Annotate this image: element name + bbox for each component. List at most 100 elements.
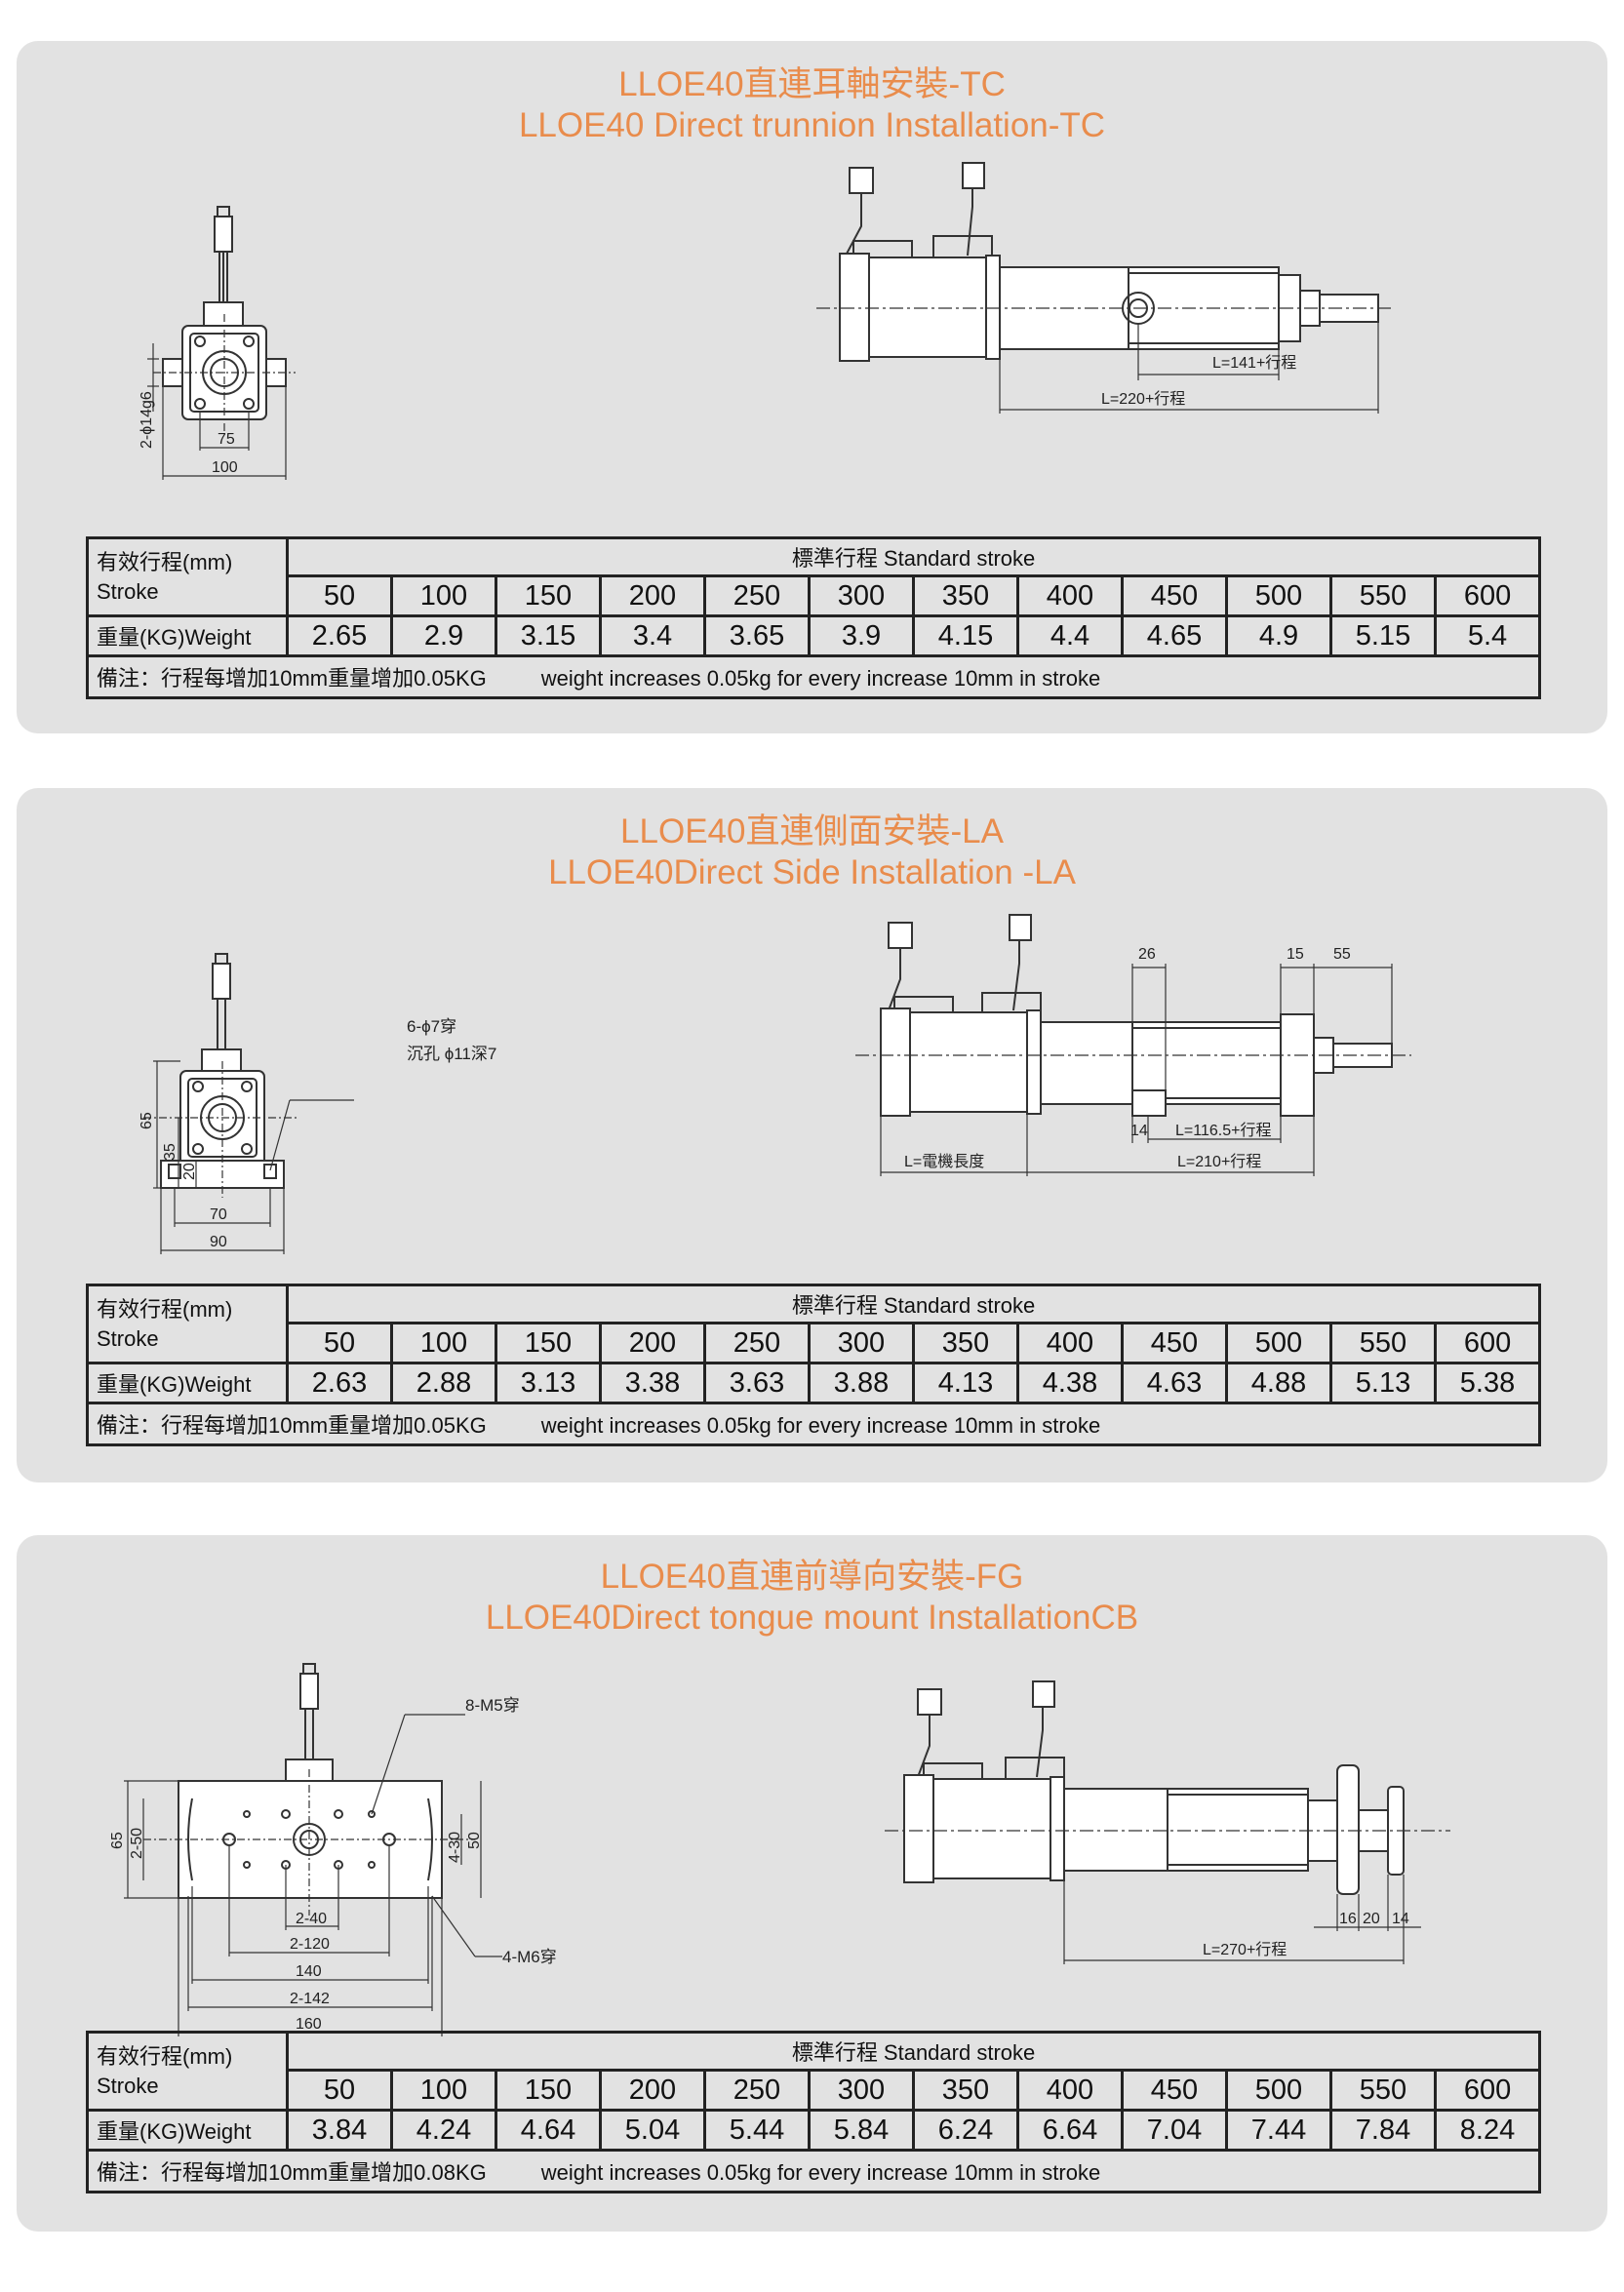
fg-spec-table: 有效行程(mm)Stroke 標準行程 Standard stroke 50 1… <box>85 2031 1542 2193</box>
note-cn: 備注：行程每增加10mm重量增加0.08KG <box>97 2160 487 2185</box>
weight-cell: 7.04 <box>1121 2109 1228 2152</box>
weight-cell: 6.64 <box>1016 2109 1124 2152</box>
weight-cell: 4.64 <box>495 2109 602 2152</box>
stroke-row: 50 100 150 200 250 300 350 400 450 500 5… <box>88 2069 1542 2112</box>
weight-row: 重量(KG)Weight 2.63 2.88 3.13 3.38 3.63 3.… <box>86 1362 1542 1404</box>
stroke-cell: 150 <box>495 1322 602 1364</box>
weight-row: 重量(KG)Weight 2.65 2.9 3.15 3.4 3.65 3.9 … <box>86 614 1542 657</box>
la-dim-d8: 26 <box>1138 946 1156 963</box>
stroke-cell: 300 <box>808 2069 915 2112</box>
stroke-cell: 50 <box>286 2069 393 2112</box>
weight-cell: 4.13 <box>912 1362 1019 1404</box>
weight-cell: 2.9 <box>390 614 497 657</box>
weight-cell: 2.63 <box>286 1362 393 1404</box>
fg-dim-d4: 4-30 <box>447 1832 463 1863</box>
fg-dim-d5: 50 <box>466 1832 483 1849</box>
stroke-cell: 250 <box>703 2069 811 2112</box>
section-fg-panel: LLOE40直連前導向安裝-FG LLOE40Direct tongue mou… <box>17 1535 1607 2232</box>
la-dim-d9: 15 <box>1287 946 1304 963</box>
la-side-view-drawing: 26 15 55 14 L=116.5+行程 L=電機長度 L=210+行程 <box>855 914 1411 1176</box>
stroke-cell: 150 <box>495 2069 602 2112</box>
la-dim-d11: 14 <box>1130 1123 1148 1139</box>
section-tc-title-en: LLOE40 Direct trunnion Installation-TC <box>518 106 1106 144</box>
stroke-cell: 100 <box>390 2069 497 2112</box>
la-end-view-drawing: 6-ϕ7穿 沉孔 ϕ11深7 65 35 20 70 90 <box>139 953 496 1254</box>
weight-cell: 5.15 <box>1329 614 1437 657</box>
fg-side-view-drawing: 16 20 14 L=270+行程 <box>885 1680 1450 1964</box>
fg-dim-d8: 140 <box>296 1963 322 1980</box>
standard-stroke-header: 標準行程 Standard stroke <box>285 1284 1542 1324</box>
weight-cell: 4.9 <box>1225 614 1332 657</box>
note-en: weight increases 0.05kg for every increa… <box>540 2160 1101 2185</box>
section-fg-title-en: LLOE40Direct tongue mount InstallationCB <box>485 1599 1139 1637</box>
weight-label: 重量(KG)Weight <box>86 1362 289 1404</box>
weight-cell: 3.15 <box>495 614 602 657</box>
stroke-cell: 350 <box>912 1322 1019 1364</box>
la-dim-d7: 90 <box>210 1234 227 1250</box>
fg-dim-d15: L=270+行程 <box>1203 1941 1287 1958</box>
weight-cell: 4.4 <box>1016 614 1124 657</box>
stroke-cell: 400 <box>1016 2069 1124 2112</box>
tc-dim-d5: L=220+行程 <box>1101 390 1185 408</box>
weight-cell: 5.84 <box>808 2109 915 2152</box>
stroke-cell: 450 <box>1121 1322 1228 1364</box>
weight-cell: 5.13 <box>1329 1362 1437 1404</box>
fg-dim-d7: 2-120 <box>290 1936 330 1953</box>
stroke-label: 有效行程(mm)Stroke <box>86 1284 289 1364</box>
stroke-cell: 250 <box>703 1322 811 1364</box>
note-en: weight increases 0.05kg for every increa… <box>540 1413 1101 1438</box>
weight-cell: 6.24 <box>912 2109 1019 2152</box>
stroke-cell: 300 <box>808 1322 915 1364</box>
weight-cell: 4.15 <box>912 614 1019 657</box>
la-dim-d2: 沉孔 ϕ11深7 <box>407 1045 496 1063</box>
weight-cell: 5.44 <box>703 2109 811 2152</box>
la-dim-d3: 65 <box>139 1112 155 1129</box>
weight-cell: 4.38 <box>1016 1362 1124 1404</box>
stroke-cell: 450 <box>1121 574 1228 617</box>
stroke-row: 50 100 150 200 250 300 350 400 450 500 5… <box>88 574 1542 617</box>
weight-cell: 4.65 <box>1121 614 1228 657</box>
weight-label: 重量(KG)Weight <box>86 2109 289 2152</box>
tc-side-view-drawing: L=141+行程 L=220+行程 <box>816 162 1392 414</box>
fg-dim-d1: 8-M5穿 <box>465 1696 520 1715</box>
fg-dim-d2: 65 <box>109 1832 126 1849</box>
weight-cell: 4.88 <box>1225 1362 1332 1404</box>
weight-cell: 3.88 <box>808 1362 915 1404</box>
tc-spec-table: 有效行程(mm)Stroke 標準行程 Standard stroke 50 1… <box>85 536 1542 699</box>
note-row: 備注：行程每增加10mm重量增加0.05KG weight increases 0… <box>85 1402 1542 1446</box>
note-en: weight increases 0.05kg for every increa… <box>540 666 1101 691</box>
stroke-cell: 600 <box>1433 574 1542 617</box>
note-row: 備注：行程每增加10mm重量增加0.08KG weight increases 0… <box>85 2149 1542 2193</box>
fg-dim-d6: 2-40 <box>296 1911 327 1927</box>
section-fg-title-cn: LLOE40直連前導向安裝-FG <box>600 1558 1024 1596</box>
stroke-cell: 200 <box>599 574 706 617</box>
stroke-cell: 200 <box>599 2069 706 2112</box>
stroke-cell: 500 <box>1225 574 1332 617</box>
stroke-cell: 100 <box>390 1322 497 1364</box>
weight-cell: 5.04 <box>599 2109 706 2152</box>
standard-stroke-header: 標準行程 Standard stroke <box>285 536 1542 577</box>
la-dim-d5: 20 <box>181 1163 198 1180</box>
la-dim-d6: 70 <box>210 1206 227 1223</box>
weight-cell: 3.63 <box>703 1362 811 1404</box>
standard-stroke-header: 標準行程 Standard stroke <box>285 2031 1542 2072</box>
fg-dim-d9: 2-142 <box>290 1991 330 2007</box>
note-cn: 備注：行程每增加10mm重量增加0.05KG <box>97 1413 487 1438</box>
weight-row: 重量(KG)Weight 3.84 4.24 4.64 5.04 5.44 5.… <box>86 2109 1542 2152</box>
fg-dim-d13: 20 <box>1363 1911 1380 1927</box>
weight-cell: 5.4 <box>1433 614 1542 657</box>
weight-cell: 3.13 <box>495 1362 602 1404</box>
stroke-cell: 450 <box>1121 2069 1228 2112</box>
fg-dim-d12: 16 <box>1339 1911 1357 1927</box>
weight-cell: 3.9 <box>808 614 915 657</box>
tc-end-view-drawing: 2-ϕ14g6 75 100 <box>139 206 296 480</box>
stroke-label: 有效行程(mm)Stroke <box>86 536 289 617</box>
weight-cell: 2.88 <box>390 1362 497 1404</box>
tc-dim-d3: 100 <box>212 459 238 476</box>
la-dim-d12: L=116.5+行程 <box>1175 1122 1271 1139</box>
weight-cell: 4.24 <box>390 2109 497 2152</box>
la-dim-d10: 55 <box>1333 946 1351 963</box>
stroke-cell: 300 <box>808 574 915 617</box>
stroke-cell: 50 <box>286 1322 393 1364</box>
weight-cell: 4.63 <box>1121 1362 1228 1404</box>
